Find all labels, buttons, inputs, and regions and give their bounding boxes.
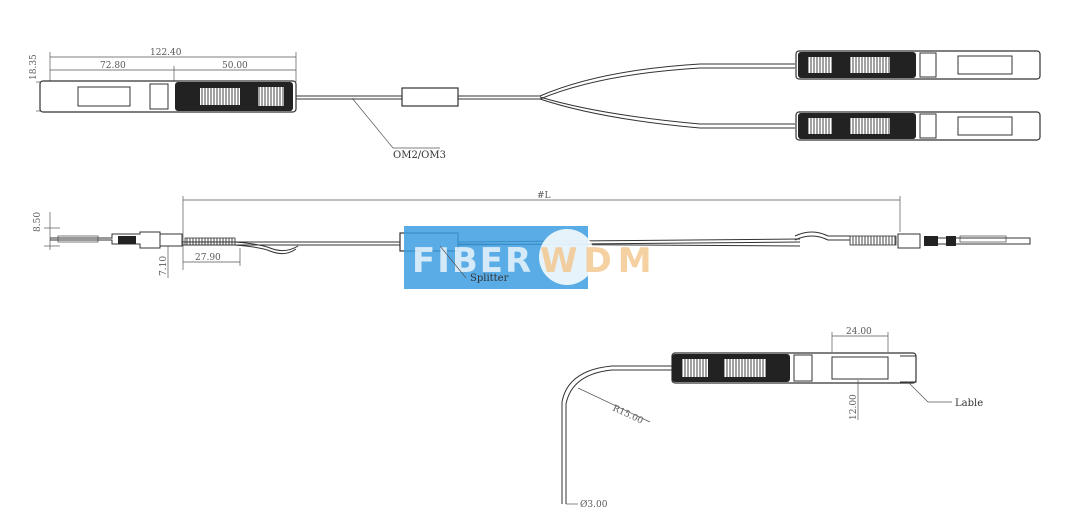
side-right-connector — [794, 231, 1031, 249]
dim-label-width: 24.00 — [846, 327, 872, 337]
dim-left-segment: 72.80 — [100, 61, 126, 71]
top-view: 122.40 72.80 50.00 18.35 — [29, 48, 1041, 161]
dim-height: 18.35 — [29, 54, 39, 80]
dim-side-height: 8.50 — [33, 212, 43, 232]
detail-view: 24.00 12.00 Lable R15.00 Ø3.00 — [561, 327, 983, 510]
top-splitter-body — [401, 87, 459, 107]
dim-label-height: 12.00 — [849, 394, 859, 420]
dim-pull-tab: 27.90 — [195, 253, 221, 263]
watermark-brand-right: WDM — [540, 241, 658, 281]
cable-type-label: OM2/OM3 — [393, 150, 446, 161]
dim-right-segment: 50.00 — [222, 61, 248, 71]
right-qsfp-connector-upper — [795, 50, 1041, 80]
brand-watermark: FIBER WDM — [404, 226, 658, 289]
detail-connector — [671, 352, 917, 384]
right-qsfp-connector-lower — [795, 111, 1041, 141]
dim-cable-diameter: Ø3.00 — [580, 499, 608, 510]
side-left-connector — [50, 231, 299, 255]
dim-bend-radius: R15.00 — [611, 404, 645, 427]
left-qsfp-connector — [39, 80, 297, 113]
watermark-brand-left: FIBER — [412, 241, 533, 281]
label-callout: Lable — [955, 398, 983, 409]
dim-overall-length: 122.40 — [150, 48, 182, 58]
dim-thickness: 7.10 — [159, 256, 169, 276]
splitter-label: Splitter — [470, 273, 509, 284]
dim-cable-length: #L — [537, 191, 551, 201]
top-cable — [296, 63, 795, 129]
side-view: #L 8.50 7.10 27.90 — [33, 191, 1031, 289]
